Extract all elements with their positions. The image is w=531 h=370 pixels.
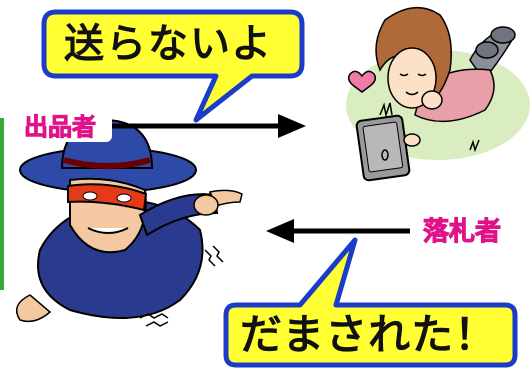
left-edge-bar [0, 118, 4, 290]
buyer-to-seller-arrow [266, 219, 410, 243]
seller-speech-text: 送らないよ [64, 21, 274, 67]
heart-icon [347, 70, 377, 93]
masked-scammer-illustration [15, 118, 243, 327]
woman-with-tablet-illustration [346, 6, 530, 182]
seller-to-buyer-arrow [112, 114, 306, 138]
seller-speech-bubble [41, 9, 305, 123]
buyer-label-bg [412, 216, 512, 248]
seller-label-bg [8, 112, 112, 142]
seller-role-label: 出品者 [24, 113, 97, 142]
buyer-speech-bubble [223, 237, 518, 368]
buyer-speech-text: だまされた！ [240, 310, 498, 359]
buyer-role-label: 落札者 [422, 217, 501, 248]
